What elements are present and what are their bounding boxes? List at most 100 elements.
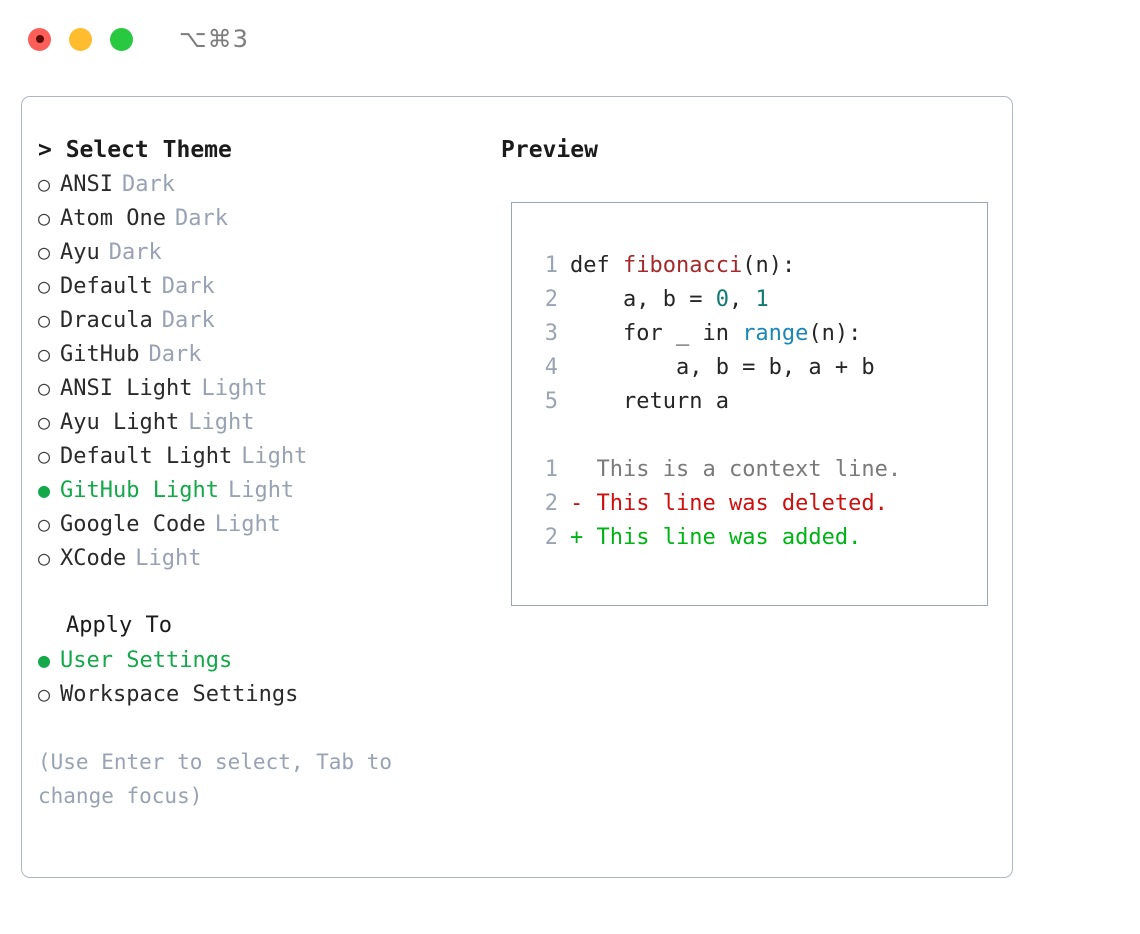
code-token: def	[570, 253, 623, 278]
line-number: 2	[544, 287, 558, 312]
theme-kind: Dark	[161, 308, 215, 333]
theme-item[interactable]: ○ Dracula Dark	[38, 303, 488, 337]
code-token: a, b = b, a + b	[570, 355, 875, 380]
code-line: 2 a, b = 0 , 1	[532, 283, 972, 317]
line-number: 3	[544, 321, 558, 346]
code-line: 3 for _ in range (n):	[532, 317, 972, 351]
theme-name: Dracula	[60, 308, 153, 333]
line-number: 1	[544, 457, 558, 482]
radio-icon: ○	[38, 546, 51, 570]
diff-line-deleted: 2 - This line was deleted.	[532, 487, 972, 521]
code-line: 4 a, b = b, a + b	[532, 351, 972, 385]
radio-icon: ○	[38, 410, 51, 434]
title-bar: ⌥⌘3	[0, 0, 1140, 78]
maximize-window-icon[interactable]	[110, 27, 133, 51]
radio-icon: ○	[38, 682, 51, 706]
code-token-function: fibonacci	[622, 253, 743, 278]
close-window-icon[interactable]	[28, 27, 51, 51]
diff-marker	[570, 453, 597, 487]
theme-kind: Light	[135, 546, 202, 571]
apply-to-name: Workspace Settings	[60, 682, 299, 707]
theme-item[interactable]: ○ ANSI Light Light	[38, 371, 488, 405]
apply-to-heading: Apply To	[66, 613, 172, 638]
radio-icon: ○	[38, 444, 51, 468]
theme-name: XCode	[60, 546, 127, 571]
theme-kind: Dark	[108, 240, 162, 265]
code-token: ,	[728, 287, 756, 312]
theme-name: GitHub Light	[60, 478, 219, 503]
diff-marker: -	[570, 491, 597, 516]
theme-item[interactable]: ○ XCode Light	[38, 541, 488, 575]
theme-item[interactable]: ○ ANSI Dark	[38, 167, 488, 201]
radio-icon: ○	[38, 376, 51, 400]
code-token-builtin: range	[742, 321, 809, 346]
theme-kind: Light	[201, 376, 268, 401]
line-number: 1	[544, 253, 558, 278]
code-token: (n):	[808, 321, 862, 346]
theme-item[interactable]: ○ Default Light Light	[38, 439, 488, 473]
radio-icon-selected: ●	[38, 478, 51, 502]
theme-name: Default	[60, 274, 153, 299]
radio-icon: ○	[38, 172, 51, 196]
preview-column: Preview	[501, 133, 1001, 167]
diff-marker: +	[570, 525, 597, 550]
hint-spacer	[38, 711, 488, 745]
theme-name: ANSI Light	[60, 376, 193, 401]
apply-to-item[interactable]: ○ Workspace Settings	[38, 677, 488, 711]
code-token-number: 0	[715, 287, 729, 312]
radio-icon: ○	[38, 206, 51, 230]
theme-kind: Dark	[148, 342, 202, 367]
theme-item[interactable]: ○ Ayu Dark	[38, 235, 488, 269]
diff-line-context: 1 This is a context line.	[532, 453, 972, 487]
theme-item[interactable]: ○ GitHub Dark	[38, 337, 488, 371]
apply-to-item-selected[interactable]: ● User Settings	[38, 643, 488, 677]
radio-icon: ○	[38, 342, 51, 366]
theme-item[interactable]: ○ Default Dark	[38, 269, 488, 303]
theme-kind: Light	[214, 512, 281, 537]
window-shortcut-label: ⌥⌘3	[179, 25, 249, 53]
keyboard-hint-text: (Use Enter to select, Tab to change focu…	[38, 750, 405, 808]
theme-name: Ayu	[60, 240, 100, 265]
radio-icon: ○	[38, 512, 51, 536]
theme-selection-column: > Select Theme ○ ANSI Dark ○ Atom One Da…	[38, 133, 488, 813]
code-diff-separator	[532, 419, 972, 453]
code-line: 1 def fibonacci (n):	[532, 249, 972, 283]
theme-name: Ayu Light	[60, 410, 180, 435]
radio-icon: ○	[38, 240, 51, 264]
code-token: for _ in	[570, 321, 743, 346]
theme-name: ANSI	[60, 172, 113, 197]
preview-box: 1 def fibonacci (n): 2 a, b = 0 , 1 3 fo…	[511, 202, 988, 606]
radio-icon-selected: ●	[38, 648, 51, 672]
traffic-lights	[28, 27, 133, 51]
diff-text: This line was deleted.	[596, 491, 888, 516]
theme-item[interactable]: ○ Google Code Light	[38, 507, 488, 541]
preview-heading: Preview	[501, 137, 598, 163]
theme-name: Default Light	[60, 444, 233, 469]
theme-kind: Light	[188, 410, 255, 435]
code-token: (n):	[742, 253, 796, 278]
list-spacer	[38, 575, 488, 609]
code-token-number: 1	[755, 287, 769, 312]
theme-item-selected[interactable]: ● GitHub Light Light	[38, 473, 488, 507]
minimize-window-icon[interactable]	[69, 27, 92, 51]
theme-name: GitHub	[60, 342, 140, 367]
line-number: 2	[544, 525, 558, 550]
theme-name: Google Code	[60, 512, 206, 537]
theme-kind: Dark	[174, 206, 228, 231]
theme-item[interactable]: ○ Ayu Light Light	[38, 405, 488, 439]
diff-text: This is a context line.	[596, 457, 902, 482]
code-token: return a	[570, 389, 729, 414]
apply-to-list[interactable]: ● User Settings ○ Workspace Settings	[38, 643, 488, 711]
theme-kind: Dark	[121, 172, 175, 197]
code-token: a, b =	[570, 287, 716, 312]
apply-to-name: User Settings	[60, 648, 233, 673]
select-theme-heading: > Select Theme	[38, 137, 232, 163]
theme-item[interactable]: ○ Atom One Dark	[38, 201, 488, 235]
line-number: 5	[544, 389, 558, 414]
theme-list[interactable]: ○ ANSI Dark ○ Atom One Dark ○ Ayu Dark ○…	[38, 167, 488, 575]
line-number: 2	[544, 491, 558, 516]
theme-kind: Light	[241, 444, 308, 469]
radio-icon: ○	[38, 274, 51, 298]
diff-line-added: 2 + This line was added.	[532, 521, 972, 555]
diff-text: This line was added.	[596, 525, 862, 550]
